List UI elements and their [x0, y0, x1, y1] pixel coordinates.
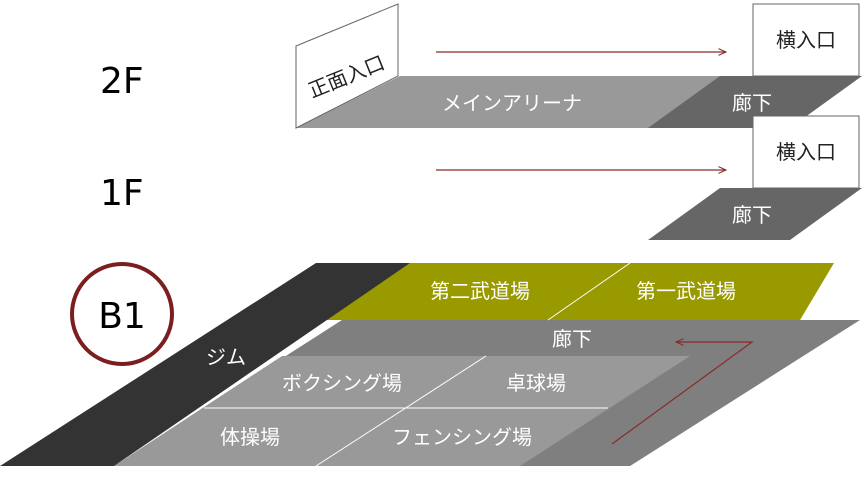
front-entrance-panel [295, 3, 399, 129]
dojo-1-label: 第一武道場 [636, 279, 736, 303]
side-entrance-1f-label: 横入口 [776, 140, 836, 164]
gym-strip [0, 263, 410, 466]
corridor-2f-area [648, 76, 862, 128]
route-arrow-b1 [611, 342, 754, 445]
table-tennis-label: 卓球場 [506, 371, 566, 395]
floor-label-b1: B1 [98, 296, 146, 337]
floor-label-1f: 1F [100, 173, 144, 214]
boxing-label: ボクシング場 [282, 371, 402, 395]
corridor-1f-area [648, 188, 862, 240]
side-entrance-2f-label: 横入口 [776, 28, 836, 52]
dojo-2-label: 第二武道場 [430, 279, 530, 303]
side-entrance-2f-box [752, 3, 860, 77]
corridor-b1-label: 廊下 [552, 327, 592, 351]
corridor-1f-label: 廊下 [732, 203, 772, 227]
rooms-diagonal-divider [315, 355, 487, 467]
gymnastics-label: 体操場 [220, 425, 280, 449]
corridor-2f-label: 廊下 [732, 91, 772, 115]
main-arena-label: メインアリーナ [442, 91, 582, 115]
b1-rooms-block [114, 356, 690, 466]
main-arena-area [296, 76, 724, 128]
dojo-band [320, 263, 834, 320]
dojo-divider [547, 262, 631, 321]
floor-label-2f: 2F [100, 61, 144, 102]
fencing-label: フェンシング場 [392, 425, 532, 449]
b1-highlight-circle [70, 262, 174, 366]
side-entrance-1f-box [752, 115, 860, 189]
gym-label: ジム [206, 345, 246, 369]
